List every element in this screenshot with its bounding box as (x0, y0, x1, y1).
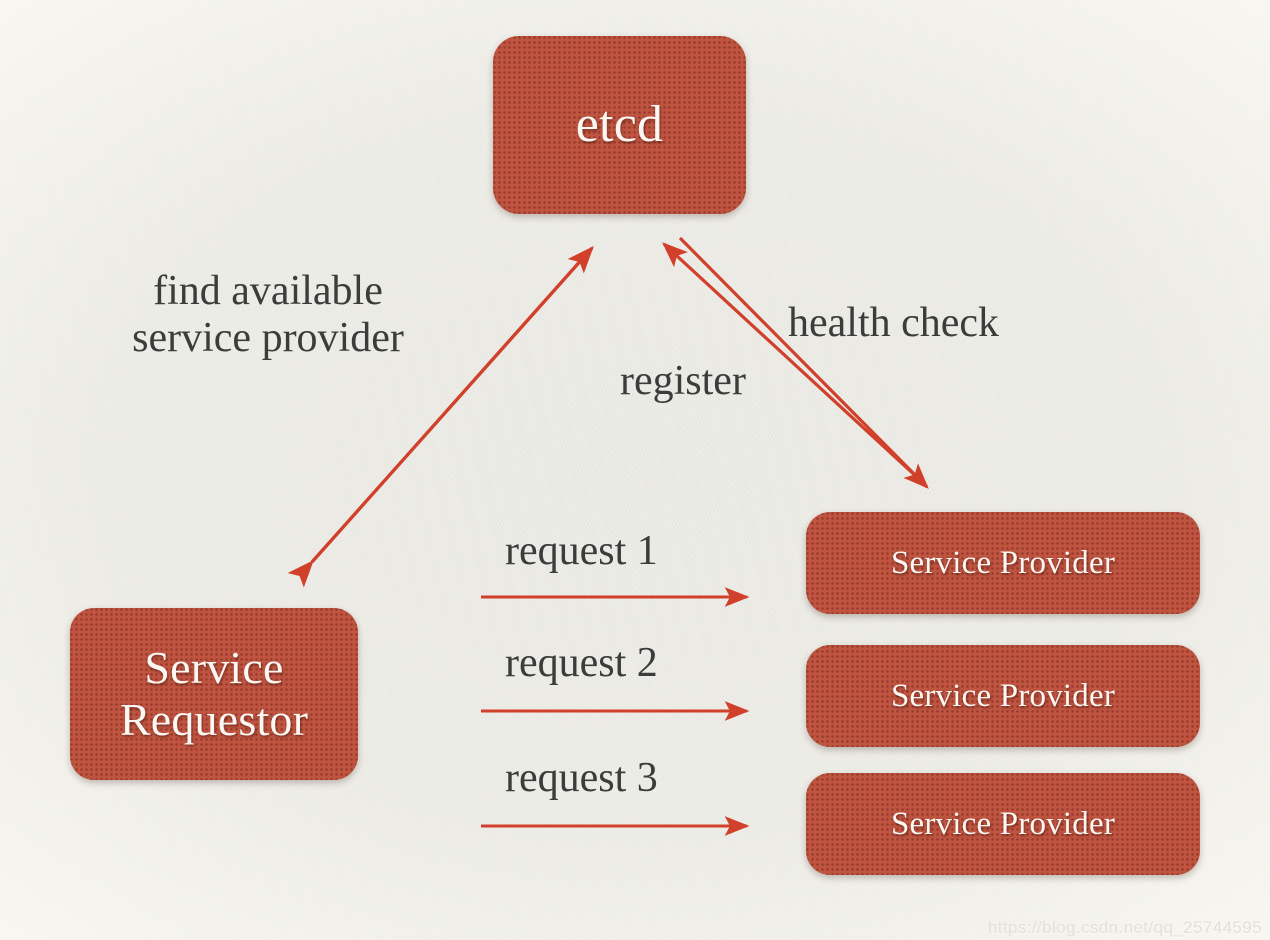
node-service-provider-2-label: Service Provider (890, 677, 1116, 714)
node-service-provider-2[interactable]: Service Provider (806, 645, 1200, 747)
node-etcd[interactable]: etcd (493, 36, 746, 214)
edge-label-request-3: request 3 (505, 755, 658, 801)
node-service-provider-1[interactable]: Service Provider (806, 512, 1200, 614)
node-etcd-label: etcd (575, 95, 664, 153)
node-service-requestor-label: Service Requestor (119, 642, 309, 745)
watermark: https://blog.csdn.net/qq_25744595 (987, 918, 1262, 937)
edge-label-request-2: request 2 (505, 640, 658, 686)
node-service-provider-3-label: Service Provider (890, 805, 1116, 842)
node-service-provider-1-label: Service Provider (890, 544, 1116, 581)
edge-label-register: register (620, 358, 746, 404)
edge-label-health-check: health check (788, 300, 1000, 346)
node-service-requestor[interactable]: Service Requestor (70, 608, 358, 780)
node-service-provider-3[interactable]: Service Provider (806, 773, 1200, 875)
edge-label-request-1: request 1 (505, 528, 658, 574)
edge-label-find-available: find available service provider (132, 268, 404, 362)
